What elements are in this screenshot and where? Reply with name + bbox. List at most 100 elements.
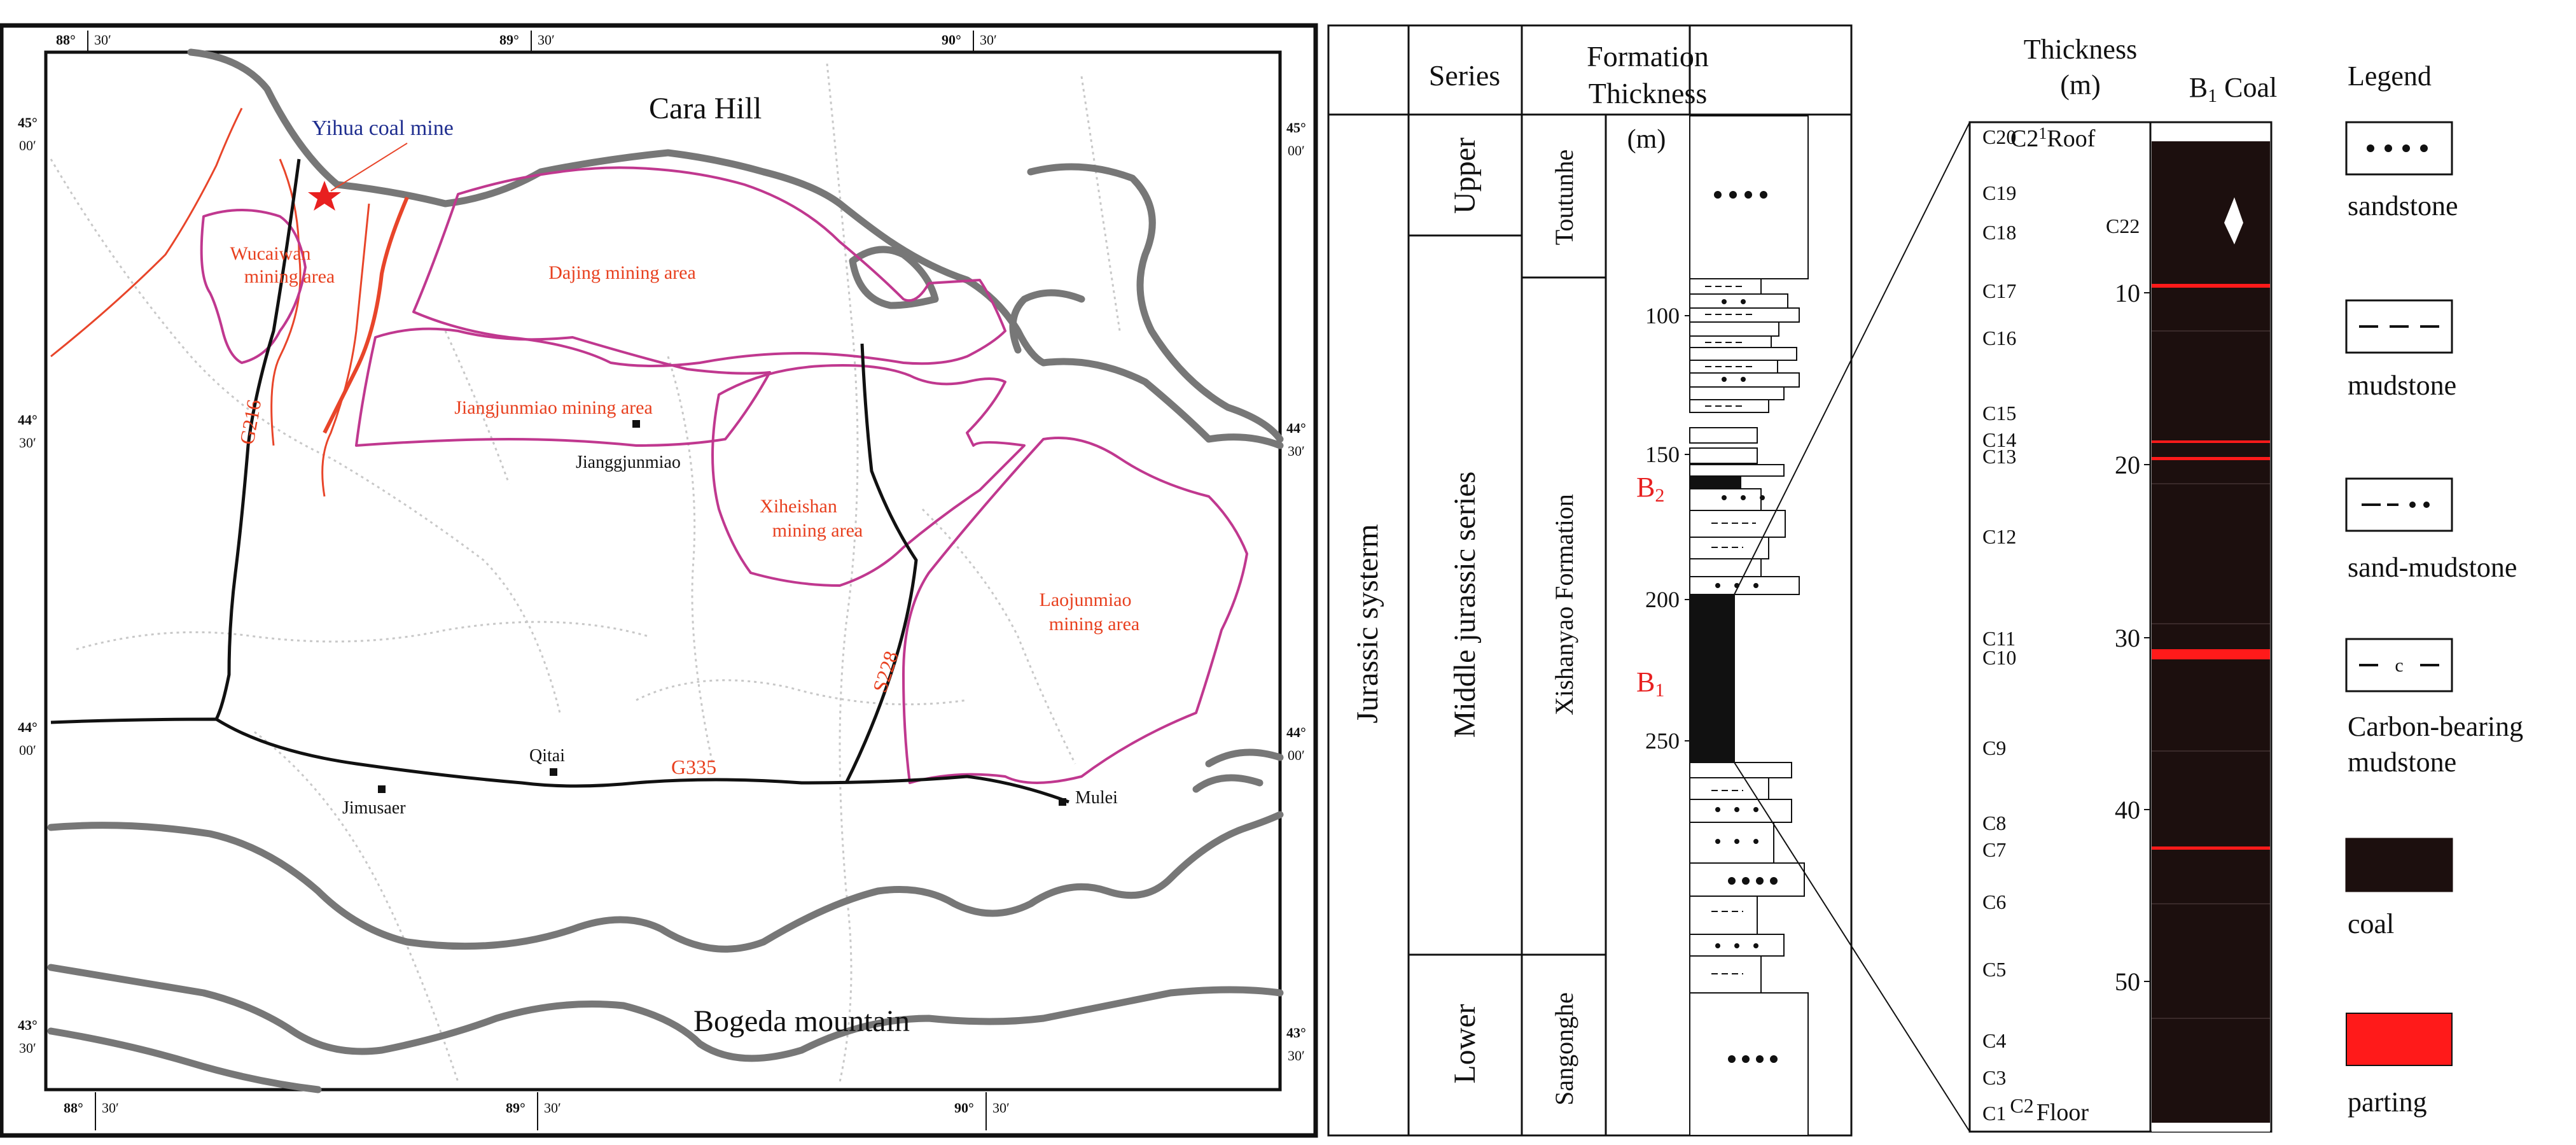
- coal-mine-star-icon: [308, 181, 341, 211]
- cara-hill-label: Cara Hill: [649, 92, 762, 125]
- lat-right-3-min: 00′: [1288, 747, 1305, 763]
- coal-detail: Thickness (m) B1 Coal C20 C19 C18 C17 C1…: [1968, 34, 2277, 1133]
- series-lower-label: Lower: [1448, 1004, 1482, 1083]
- mulei-label: Mulei: [1075, 788, 1118, 808]
- formation-header-1: Formation: [1587, 40, 1709, 73]
- longitude-tick-marks: [87, 31, 987, 1130]
- g216-label: G216: [235, 398, 265, 446]
- coal-title: B1 Coal: [2189, 72, 2277, 106]
- sangonghe-label: Sangonghe: [1550, 992, 1578, 1106]
- lon-top-2-min: 30′: [538, 32, 555, 48]
- sample-marker-c22: [2224, 197, 2243, 244]
- lon-bottom-1-min: 30′: [102, 1100, 119, 1116]
- b2-label: B2: [1636, 472, 1664, 506]
- coal-frame: [1968, 121, 2273, 1133]
- system-label: Jurassic systerm: [1351, 524, 1384, 723]
- longitude-ticks: 88° 30′ 89° 30′ 90° 30′ 88° 30′ 89° 30′ …: [56, 32, 1010, 1116]
- lon-bottom-2-min: 30′: [544, 1100, 561, 1116]
- mine-leader-line: [330, 143, 408, 192]
- floor-band: [2152, 1123, 2270, 1132]
- label-c3: C3: [1982, 1066, 2006, 1089]
- lat-left-1-deg: 45°: [18, 115, 38, 130]
- mining-area-labels: Wucaiwan mining area Dajing mining area …: [230, 243, 1139, 635]
- lat-left-1-min: 00′: [19, 137, 36, 153]
- jiangjunmiao-area: [355, 327, 771, 447]
- legend-parting-swatch: [2346, 1013, 2453, 1066]
- xiheishan-label-1: Xiheishan: [760, 496, 837, 517]
- correlation-lines: [1734, 122, 1970, 1132]
- label-c11: C11: [1982, 627, 2016, 650]
- legend-sand-mudstone-label: sand-mudstone: [2348, 552, 2517, 583]
- label-c18: C18: [1982, 221, 2016, 244]
- thickness-title-1: Thickness: [2024, 34, 2137, 65]
- road-s228: [844, 343, 918, 784]
- laojunmiao-label-1: Laojunmiao: [1040, 589, 1132, 610]
- lon-top-2-deg: 89°: [499, 32, 519, 48]
- label-c16: C16: [1982, 327, 2016, 349]
- depth-200: 200: [1645, 587, 1680, 612]
- coal-laminae: [2152, 330, 2270, 1019]
- lat-right-4-deg: 43°: [1286, 1025, 1306, 1041]
- lon-top-1-min: 30′: [94, 32, 111, 48]
- roof-band: [2152, 123, 2270, 141]
- coal-depth-10: 10: [2115, 279, 2140, 307]
- label-c22: C22: [2106, 214, 2140, 237]
- wucaiwan-area: [200, 209, 307, 364]
- xiheishan-label-2: mining area: [772, 520, 863, 541]
- g335-label: G335: [671, 755, 716, 778]
- legend-coal-swatch: [2345, 838, 2453, 892]
- road-g335: [50, 717, 1069, 804]
- label-c4: C4: [1982, 1029, 2006, 1052]
- jiangjunmiao-label: Jiangjunmiao mining area: [454, 397, 653, 418]
- depth-150: 150: [1645, 442, 1680, 467]
- basin-boundaries: [47, 48, 1284, 1093]
- label-c13: C13: [1982, 445, 2016, 468]
- thickness-title-2: (m): [2060, 69, 2101, 101]
- label-c8: C8: [1982, 811, 2006, 834]
- lat-left-2-deg: 44°: [18, 412, 38, 428]
- coal-depth-20: 20: [2115, 451, 2140, 479]
- column-headers: Series Formation Thickness: [1429, 40, 1709, 109]
- series-middle-label: Middle jurassic series: [1448, 472, 1482, 738]
- lat-right-2-deg: 44°: [1286, 420, 1306, 436]
- formation-labels: Toutunhe Xishanyao Formation Sangonghe: [1550, 150, 1578, 1106]
- seam-labels: B2 B1: [1636, 472, 1664, 701]
- toutunhe-label: Toutunhe: [1550, 150, 1578, 246]
- lat-left-4-deg: 43°: [18, 1017, 38, 1033]
- latitude-ticks: 45° 00′ 44° 30′ 44° 00′ 43° 30′ 45° 00′ …: [18, 115, 1306, 1064]
- coal-depth-30: 30: [2115, 624, 2140, 652]
- map-outer-frame: [0, 23, 1318, 1138]
- legend-sandstone-swatch: [2345, 121, 2453, 176]
- label-c20: C20: [1982, 125, 2016, 148]
- s228-label: S228: [868, 648, 903, 695]
- partings: [2152, 284, 2270, 850]
- lat-right-1-min: 00′: [1288, 143, 1305, 158]
- column-vertical-labels: Jurassic systerm Upper Middle jurassic s…: [1351, 137, 1482, 1084]
- mining-areas: [200, 166, 1248, 784]
- lat-left-3-deg: 44°: [18, 719, 38, 735]
- legend-sandstone-label: sandstone: [2348, 190, 2458, 221]
- coal-depth-ticks: 10 20 30 40 50: [2115, 279, 2140, 996]
- wucaiwan-label-1: Wucaiwan: [230, 243, 310, 264]
- legend-parting-label: parting: [2348, 1086, 2427, 1118]
- road-labels: G216 G335 S228: [235, 398, 903, 778]
- coal-depth-40: 40: [2115, 796, 2140, 824]
- lat-right-1-deg: 45°: [1286, 120, 1306, 136]
- coal-depth-50: 50: [2115, 967, 2140, 996]
- roof-label: C21Roof: [2010, 124, 2096, 152]
- road-g216: [214, 158, 301, 720]
- lon-top-3-min: 30′: [980, 32, 997, 48]
- map-inner-frame: [44, 50, 1282, 1092]
- lon-bottom-1-deg: 88°: [64, 1100, 83, 1116]
- mine-label: Yihua coal mine: [312, 116, 454, 140]
- label-c6: C6: [1982, 890, 2006, 913]
- jimusaer-marker: [378, 785, 386, 793]
- qitai-label: Qitai: [529, 746, 565, 766]
- column-unit: (m): [1627, 125, 1666, 154]
- lat-left-4-min: 30′: [19, 1040, 36, 1056]
- main-fault: [323, 196, 409, 434]
- label-c19: C19: [1982, 181, 2016, 204]
- jianggjunmiao-marker: [632, 420, 640, 428]
- label-c12: C12: [1982, 525, 2016, 548]
